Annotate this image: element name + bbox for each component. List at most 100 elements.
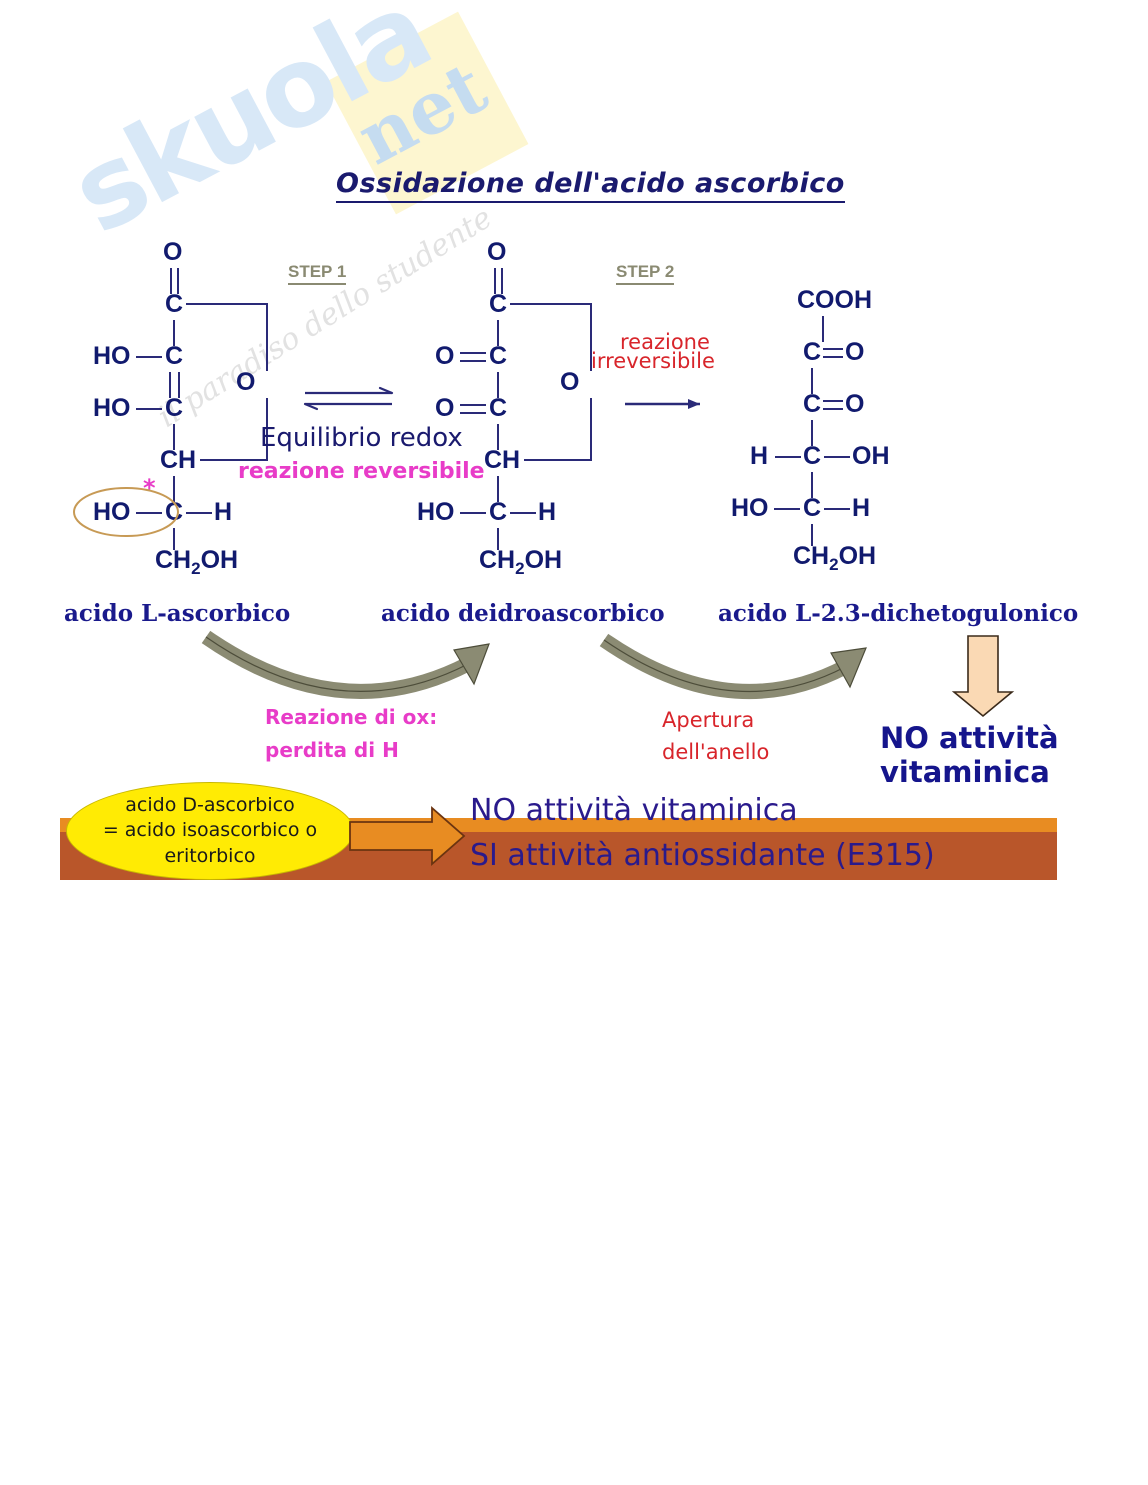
atom-C: C [489, 498, 508, 526]
atom-H: H [214, 498, 233, 526]
atom-O: O [163, 238, 183, 266]
step-1-label: STEP 1 [288, 262, 347, 285]
callout-line3: eritorbico [164, 844, 256, 867]
atom-CH: CH [160, 446, 197, 474]
bond [774, 508, 800, 510]
bond [497, 372, 499, 398]
bond [775, 456, 801, 458]
atom-OH: OH [852, 442, 890, 470]
bond [823, 400, 843, 402]
bond [823, 348, 843, 350]
bond [460, 352, 486, 354]
callout-line2: = acido isoascorbico o [102, 819, 318, 842]
equilibrium-label: Equilibrio redox [260, 423, 463, 453]
bond [497, 424, 499, 450]
d-ascorbic-acid-callout: acido D-ascorbico = acido isoascorbico o… [66, 782, 354, 880]
irreversible-label-line2: irreversibile [591, 349, 715, 373]
ring-bond [590, 303, 592, 371]
bond [497, 528, 499, 550]
equilibrium-arrow [303, 386, 394, 411]
bond [824, 508, 850, 510]
bottom-result-line1: NO attività vitaminica [470, 793, 798, 828]
callout-line1: acido D-ascorbico [125, 794, 295, 817]
bond [460, 512, 486, 514]
compound-name-2: acido deidroascorbico [381, 600, 665, 627]
irreversible-arrow [625, 399, 700, 409]
ring-bond [524, 459, 592, 461]
atom-C: C [489, 290, 508, 318]
bond [460, 404, 486, 406]
bond [173, 424, 175, 450]
reversible-label: reazione reversibile [238, 459, 485, 484]
atom-CH2OH: CH2OH [793, 542, 877, 574]
bond [460, 412, 486, 414]
bond [170, 268, 172, 294]
atom-C: C [165, 394, 184, 422]
atom-C: C [489, 342, 508, 370]
atom-C: C [803, 338, 822, 366]
bond [173, 320, 175, 346]
down-block-arrow [951, 635, 1015, 718]
atom-O-ring: O [236, 368, 256, 396]
ring-opening-note-line1: Apertura [662, 708, 755, 732]
ring-bond [266, 398, 268, 460]
bond [811, 472, 813, 498]
atom-HO: HO [417, 498, 455, 526]
atom-CH2OH: CH2OH [479, 546, 563, 578]
atom-O: O [435, 342, 455, 370]
callout-text: acido D-ascorbico = acido isoascorbico o… [103, 793, 317, 868]
no-vitamin-activity-line1: NO attività [880, 721, 1059, 755]
no-vitamin-activity-line2: vitaminica [880, 755, 1050, 789]
atom-C: C [803, 494, 822, 522]
bond [822, 316, 824, 342]
bond [811, 368, 813, 394]
atom-O: O [845, 390, 865, 418]
atom-O: O [487, 238, 507, 266]
ring-bond [590, 398, 592, 460]
bottom-result-line2: SI attività antiossidante (E315) [470, 838, 935, 873]
bond [173, 528, 175, 550]
bond [811, 524, 813, 546]
ring-bond [186, 303, 268, 305]
bond [173, 476, 175, 502]
bond [497, 476, 499, 502]
atom-O-ring: O [560, 368, 580, 396]
bond [169, 372, 171, 398]
ring-bond [200, 459, 268, 461]
atom-HO-highlighted: HO [93, 498, 131, 526]
bond [823, 408, 843, 410]
ring-bond [510, 303, 592, 305]
step-2-label: STEP 2 [616, 262, 675, 285]
bond [136, 408, 162, 410]
oxidation-note-line2: perdita di H [265, 738, 399, 762]
bond [510, 512, 536, 514]
atom-C: C [803, 390, 822, 418]
irreversible-label-line1: reazione [620, 330, 710, 354]
atom-C: C [489, 394, 508, 422]
bond [136, 512, 162, 514]
bond [136, 356, 162, 358]
atom-H: H [538, 498, 557, 526]
chiral-center-highlight [73, 487, 179, 537]
bond [823, 356, 843, 358]
atom-HO: HO [93, 394, 131, 422]
atom-H: H [852, 494, 871, 522]
chiral-asterisk: * [143, 474, 156, 502]
bond [501, 268, 503, 294]
bond [178, 372, 180, 398]
ring-opening-note-line2: dell'anello [662, 740, 770, 764]
curved-arrow-oxidation [201, 630, 490, 699]
atom-C: C [803, 442, 822, 470]
atom-C: C [165, 290, 184, 318]
atom-H: H [750, 442, 769, 470]
compound-name-1: acido L-ascorbico [64, 600, 291, 627]
atom-O: O [435, 394, 455, 422]
atom-COOH: COOH [797, 286, 872, 314]
atom-C: C [165, 342, 184, 370]
compound-name-3: acido L-2.3-dichetogulonico [718, 600, 1079, 627]
ring-bond [266, 303, 268, 371]
right-block-arrow [349, 806, 466, 866]
bond [494, 268, 496, 294]
